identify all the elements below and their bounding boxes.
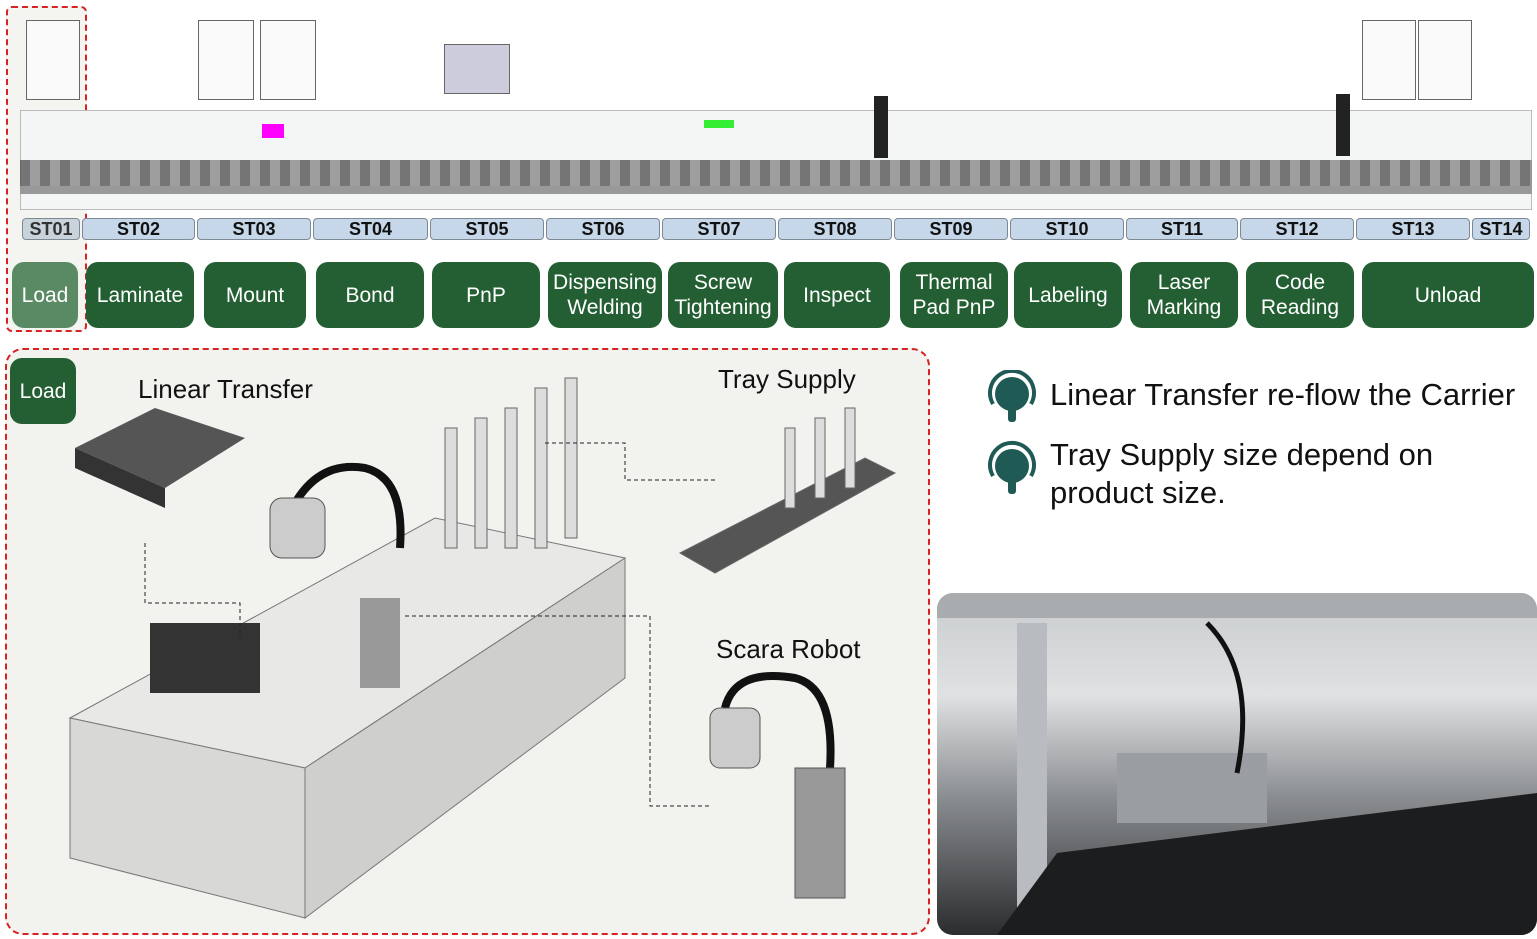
- station-label-st11: ST11: [1126, 218, 1238, 240]
- bullet-icon-1: [988, 370, 1036, 422]
- note-tray-supply: Tray Supply size depend on product size.: [1050, 437, 1434, 510]
- process-thermal-pad-pnp: Thermal Pad PnP: [900, 262, 1008, 328]
- linear-transfer-label: Linear Transfer: [138, 374, 313, 404]
- inspect-camera: [874, 96, 888, 158]
- station-label-st04: ST04: [313, 218, 428, 240]
- station-label-st09: ST09: [894, 218, 1008, 240]
- st03-tower-a: [198, 20, 254, 100]
- conveyor-base: [20, 186, 1532, 194]
- station-label-st13: ST13: [1356, 218, 1470, 240]
- mount-part: [262, 124, 284, 138]
- process-inspect: Inspect: [784, 262, 890, 328]
- process-code-reading: Code Reading: [1246, 262, 1354, 328]
- station-label-st14: ST14: [1472, 218, 1530, 240]
- scara-robot-label: Scara Robot: [716, 634, 861, 664]
- process-load: Load: [12, 262, 78, 328]
- process-screw-tightening: Screw Tightening: [668, 262, 778, 328]
- process-unload: Unload: [1362, 262, 1534, 328]
- station-label-st08: ST08: [778, 218, 892, 240]
- load-badge: Load: [10, 358, 76, 424]
- station-label-st01: ST01: [22, 218, 80, 240]
- station-label-st06: ST06: [546, 218, 660, 240]
- linear-transfer-drawing: [75, 408, 245, 508]
- station-label-st07: ST07: [662, 218, 776, 240]
- screw-part: [704, 120, 734, 128]
- unload-tower-b: [1418, 20, 1472, 100]
- station-label-st10: ST10: [1010, 218, 1124, 240]
- bullet-icon-2: [988, 440, 1036, 494]
- machine-photo: [937, 593, 1537, 935]
- main-machine-drawing: [68, 377, 627, 919]
- st05-camera: [444, 44, 510, 94]
- process-mount: Mount: [204, 262, 306, 328]
- unload-tower-a: [1362, 20, 1416, 100]
- station-label-st05: ST05: [430, 218, 544, 240]
- process-dispensing-welding: Dispensing Welding: [548, 262, 662, 328]
- station-label-st12: ST12: [1240, 218, 1354, 240]
- load-tower: [26, 20, 80, 100]
- code-reader: [1336, 94, 1350, 156]
- callout-arrows: [144, 442, 715, 807]
- process-pnp: PnP: [432, 262, 540, 328]
- tray-supply-label: Tray Supply: [718, 364, 856, 394]
- tray-supply-drawing: [678, 407, 897, 574]
- process-laminate: Laminate: [86, 262, 194, 328]
- conveyor-rail: [20, 160, 1532, 186]
- process-laser-marking: Laser Marking: [1130, 262, 1238, 328]
- scara-robot-drawing: [709, 672, 846, 899]
- note-linear-transfer: Linear Transfer re-flow the Carrier: [1050, 377, 1516, 412]
- process-labeling: Labeling: [1014, 262, 1122, 328]
- station-label-st02: ST02: [82, 218, 195, 240]
- bullet-icons: [988, 370, 1036, 494]
- machine-illustration: [68, 377, 897, 919]
- station-label-st03: ST03: [197, 218, 311, 240]
- process-bond: Bond: [316, 262, 424, 328]
- st03-tower-b: [260, 20, 316, 100]
